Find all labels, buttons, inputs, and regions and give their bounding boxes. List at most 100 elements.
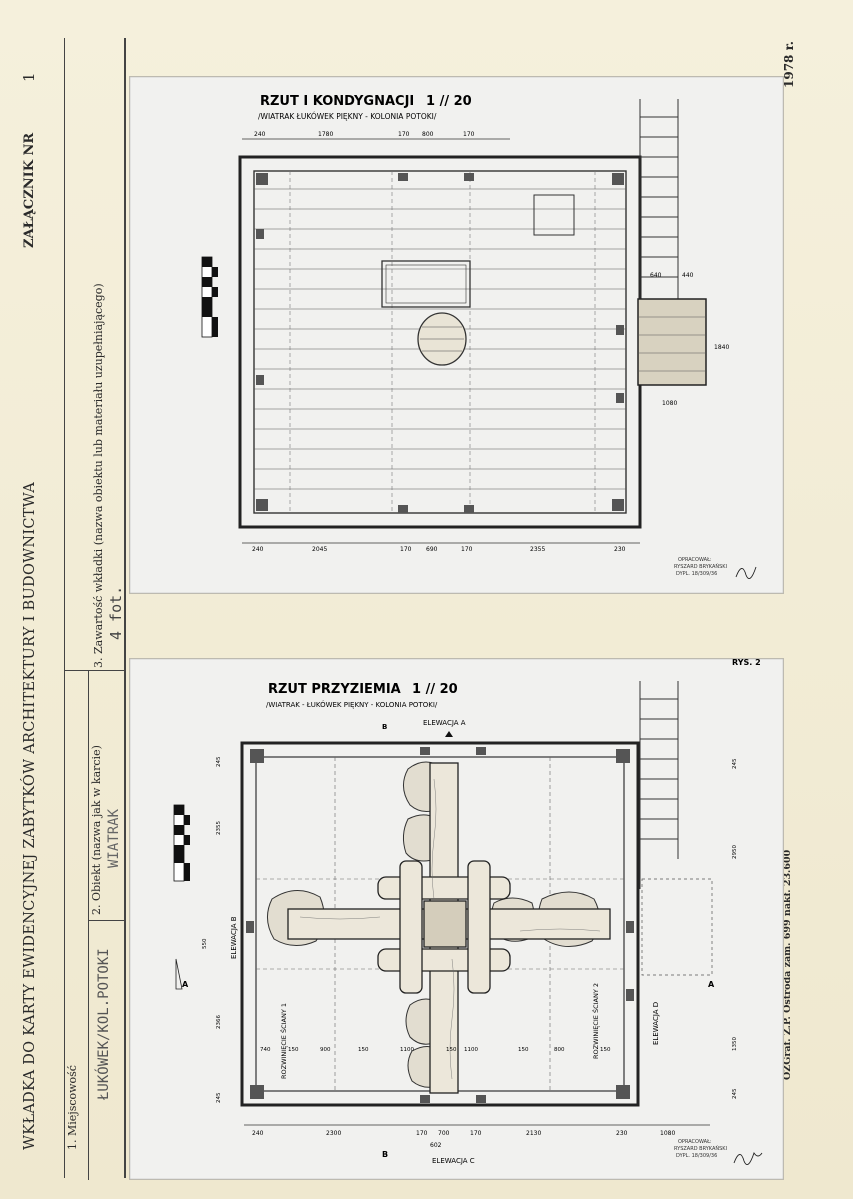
bottom-sheet-tag: RYS. 2: [732, 659, 761, 667]
section-b-marker-bottom: B: [382, 1150, 388, 1159]
form-divider-1: [64, 670, 126, 671]
field3-value: 4 fot.: [107, 585, 125, 640]
elevation-b-label: ELEWACJA B: [230, 916, 238, 959]
section-a-marker-right: A: [708, 980, 715, 989]
top-stamp-2: RYSZARD BRYKAŃSKI: [674, 563, 727, 570]
inner-dim-2: 150: [288, 1047, 299, 1053]
field2-value: WIATRAK: [106, 808, 122, 868]
elevation-a-label: ELEWACJA A: [423, 719, 466, 727]
top-dim-r3: 1840: [714, 344, 729, 351]
bottom-dim-total: 602: [430, 1142, 442, 1149]
inner-dim-5: 1100: [400, 1047, 414, 1053]
bottom-posts: [246, 747, 634, 1103]
inner-dim-10: 150: [600, 1047, 611, 1053]
inner-dim-8: 150: [518, 1047, 529, 1053]
section-2-label: ROZWINIĘCIE ŚCIANY 2: [591, 983, 600, 1059]
annex-label: ZAŁĄCZNIK NR: [22, 132, 37, 248]
top-stamp-1: OPRACOWAŁ:: [678, 557, 712, 563]
top-scale-bar: [201, 256, 218, 338]
inner-dim-4: 150: [358, 1047, 369, 1053]
top-dim-b1: 240: [252, 546, 264, 553]
bottom-dim-3: 170: [416, 1130, 428, 1137]
form-line-1: [64, 38, 65, 1178]
top-dim-b3: 170: [400, 546, 412, 553]
top-dim-b4: 690: [426, 546, 438, 553]
top-dim-b5: 170: [461, 546, 473, 553]
top-posts: [256, 173, 624, 513]
inner-dim-1: 740: [260, 1047, 271, 1053]
bottom-scale-bar: [173, 804, 190, 882]
bottom-ladder: [639, 681, 679, 889]
field2-label: 2. Obiekt (nazwa jak w karcie): [90, 745, 103, 915]
year: 1978 r.: [782, 41, 796, 88]
inner-dim-7: 1100: [464, 1047, 478, 1053]
bottom-stamp-1: OPRACOWAŁ:: [678, 1139, 712, 1145]
bottom-plan-scale: 1 // 20: [412, 682, 458, 697]
bottom-stamp-3: DYPL. 18/309/36: [676, 1153, 717, 1159]
top-dim-t4: 800: [422, 131, 434, 138]
elevation-d-label: ELEWACJA D: [652, 1002, 660, 1045]
right-dim-1: 245: [732, 758, 738, 769]
top-signature: [735, 566, 757, 580]
top-plan-subtitle: /WIATRAK ŁUKÓWEK PIĘKNY - KOLONIA POTOKI…: [258, 112, 437, 121]
left-dim-3: 550: [202, 938, 208, 949]
top-stair-box: [533, 194, 575, 236]
inner-dim-9: 800: [554, 1047, 565, 1053]
section-a-marker-left: A: [182, 980, 189, 989]
top-inner-wall: [253, 170, 627, 514]
photo-top-plan: RZUT I KONDYGNACJI 1 // 20 /WIATRAK ŁUKÓ…: [129, 76, 784, 594]
section-b-marker-top: B: [382, 723, 387, 731]
main-title: WKŁADKA DO KARTY EWIDENCYJNEJ ZABYTKÓW A…: [22, 482, 38, 1150]
inner-dim-6: 150: [446, 1047, 457, 1053]
top-dim-r2: 440: [682, 272, 694, 279]
field1-label: 1. Miejscowość: [66, 1065, 79, 1150]
left-dim-2: 2355: [216, 821, 222, 835]
bottom-dim-2: 2300: [326, 1130, 341, 1137]
section-1-label: ROZWINIĘCIE ŚCIANY 1: [279, 1003, 288, 1079]
bottom-plan-title: RZUT PRZYZIEMIA: [268, 682, 401, 697]
bottom-outer-wall: [240, 741, 640, 1107]
top-plan-title: RZUT I KONDYGNACJI: [260, 94, 414, 109]
bottom-dim-1: 240: [252, 1130, 264, 1137]
top-dim-b7: 230: [614, 546, 626, 553]
bottom-dim-6: 2130: [526, 1130, 541, 1137]
bottom-dim-5: 170: [470, 1130, 482, 1137]
bottom-stamp-2: RYSZARD BRYKAŃSKI: [674, 1145, 727, 1152]
top-plan-drawing: RZUT I KONDYGNACJI 1 // 20 /WIATRAK ŁUKÓ…: [201, 94, 757, 580]
top-stamp-3: DYPL. 18/309/36: [676, 571, 717, 577]
field1-value: ŁUKÓWEK/KOL.POTOKI: [96, 948, 112, 1100]
photo-bottom-plan: RYS. 2 RZUT PRZYZIEMIA 1 // 20 /WIATRAK …: [129, 658, 784, 1180]
bottom-plan-subtitle: /WIATRAK - ŁUKÓWEK PIĘKNY - KOLONIA POTO…: [266, 700, 438, 709]
inner-dim-3: 900: [320, 1047, 331, 1053]
top-ladder: [639, 99, 679, 299]
right-dim-2: 2950: [732, 845, 738, 859]
left-dim-4: 2366: [216, 1015, 222, 1029]
top-dim-b6: 2355: [530, 546, 545, 553]
top-hatch-opening: [381, 260, 471, 308]
form-line-2: [124, 38, 126, 1178]
bottom-signature: [733, 1151, 763, 1166]
bottom-plan-drawing: RYS. 2 RZUT PRZYZIEMIA 1 // 20 /WIATRAK …: [173, 659, 763, 1166]
right-dim-4: 245: [732, 1088, 738, 1099]
elevation-c-label: ELEWACJA C: [432, 1157, 475, 1165]
form-divider-2: [88, 920, 126, 921]
bottom-dim-7: 230: [616, 1130, 628, 1137]
left-dim-5: 245: [216, 1092, 222, 1103]
top-dim-r1: 640: [650, 272, 662, 279]
top-plan-scale: 1 // 20: [426, 94, 472, 109]
top-dim-t3: 170: [398, 131, 410, 138]
foundation-beams: [287, 762, 611, 1094]
field3-label: 3. Zawartość wkładki (nazwa obiektu lub …: [92, 283, 105, 668]
top-porch-landing: [637, 298, 707, 386]
bottom-dim-4: 700: [438, 1130, 450, 1137]
annex-number: 1: [20, 72, 38, 82]
top-dim-r4: 1080: [662, 400, 677, 407]
left-dim-1: 245: [216, 756, 222, 767]
bottom-dim-8: 1080: [660, 1130, 675, 1137]
top-dim-t5: 170: [463, 131, 475, 138]
right-dim-3: 1350: [732, 1037, 738, 1051]
top-dim-t2: 1780: [318, 131, 333, 138]
form-line-3: [88, 670, 89, 1180]
top-dim-t1: 240: [254, 131, 266, 138]
